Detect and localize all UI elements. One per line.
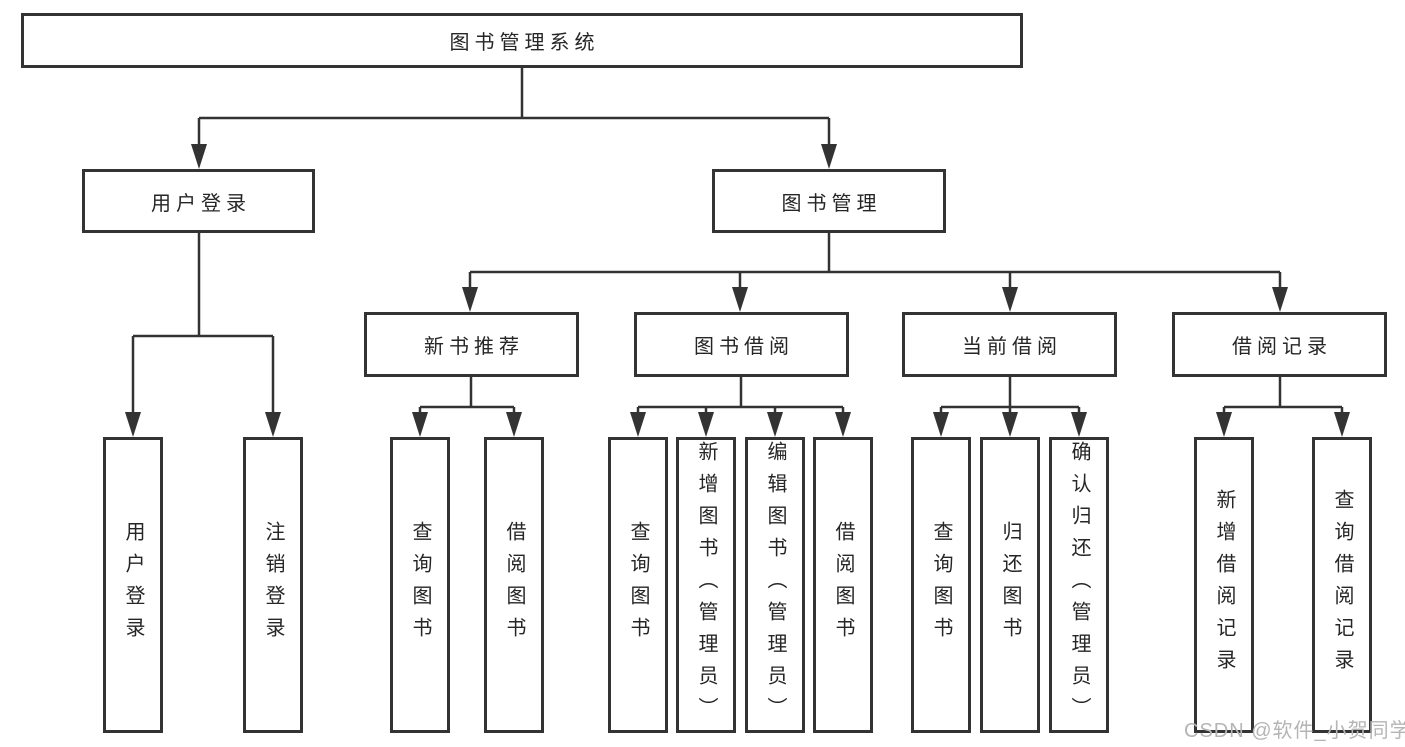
leaf-cb-return-book: 归还图书 <box>980 437 1040 733</box>
node-user-login: 用户登录 <box>82 169 315 233</box>
leaf-rec-borrow-book: 借阅图书 <box>484 437 544 733</box>
leaf-cb-query-book: 查询图书 <box>911 437 971 733</box>
leaf-cb-confirm-return-admin: 确认归还（管理员） <box>1049 437 1109 733</box>
leaf-cb-confirm-return-admin-label: 确认归还（管理员） <box>1068 441 1090 729</box>
leaf-user-login: 用户登录 <box>103 437 163 733</box>
node-root: 图书管理系统 <box>21 13 1023 68</box>
leaf-bb-query-book: 查询图书 <box>608 437 668 733</box>
node-borrow-records: 借阅记录 <box>1172 312 1387 377</box>
leaf-cb-query-book-label: 查询图书 <box>930 521 952 649</box>
leaf-br-query-record: 查询借阅记录 <box>1312 437 1372 733</box>
leaf-logout-label: 注销登录 <box>262 521 284 649</box>
leaf-bb-add-book-admin-label: 新增图书（管理员） <box>695 441 717 729</box>
node-book-management: 图书管理 <box>712 169 946 233</box>
leaf-br-add-record-label: 新增借阅记录 <box>1213 489 1235 681</box>
leaf-rec-query-book-label: 查询图书 <box>409 521 431 649</box>
leaf-bb-borrow-book-label: 借阅图书 <box>832 521 854 649</box>
leaf-bb-add-book-admin: 新增图书（管理员） <box>676 437 736 733</box>
leaf-rec-borrow-book-label: 借阅图书 <box>503 521 525 649</box>
leaf-bb-edit-book-admin: 编辑图书（管理员） <box>745 437 805 733</box>
leaf-br-add-record: 新增借阅记录 <box>1194 437 1254 733</box>
node-new-book-recommend: 新书推荐 <box>364 312 579 377</box>
leaf-user-login-label: 用户登录 <box>122 521 144 649</box>
leaf-bb-query-book-label: 查询图书 <box>627 521 649 649</box>
leaf-logout: 注销登录 <box>243 437 303 733</box>
node-current-borrow: 当前借阅 <box>902 312 1117 377</box>
node-book-borrow: 图书借阅 <box>634 312 849 377</box>
leaf-br-query-record-label: 查询借阅记录 <box>1331 489 1353 681</box>
leaf-bb-edit-book-admin-label: 编辑图书（管理员） <box>764 441 786 729</box>
leaf-rec-query-book: 查询图书 <box>390 437 450 733</box>
leaf-bb-borrow-book: 借阅图书 <box>813 437 873 733</box>
csdn-watermark: CSDN @软件_小贺同学 <box>1184 720 1405 742</box>
leaf-cb-return-book-label: 归还图书 <box>999 521 1021 649</box>
